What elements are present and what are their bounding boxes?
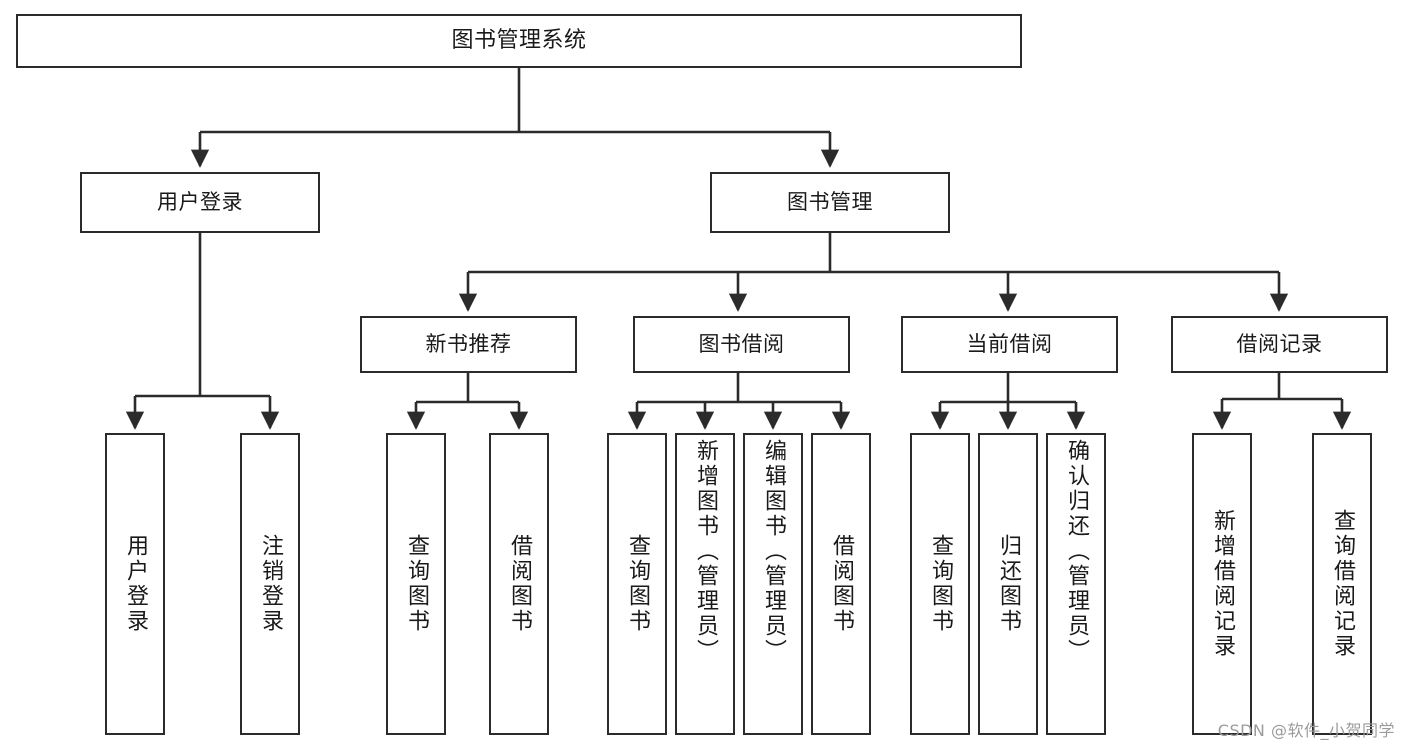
leaf-confirm-return-label: 确认归还（管理员） (1064, 439, 1089, 664)
watermark: CSDN @软件_小贺同学 (1217, 721, 1395, 740)
node-new-book-recommend-label: 新书推荐 (425, 332, 512, 357)
node-book-borrow-label: 图书借阅 (698, 332, 785, 357)
node-borrow-record-label: 借阅记录 (1236, 332, 1323, 357)
leaf-logout-login[interactable]: 注销登录 (240, 433, 300, 735)
leaf-borrow-book-1[interactable]: 借阅图书 (489, 433, 549, 735)
leaf-query-borrow-record[interactable]: 查询借阅记录 (1312, 433, 1372, 735)
node-borrow-record[interactable]: 借阅记录 (1171, 316, 1388, 373)
leaf-query-book-3-label: 查询图书 (928, 534, 953, 634)
leaf-return-book-label: 归还图书 (996, 534, 1021, 634)
leaf-query-borrow-record-label: 查询借阅记录 (1330, 509, 1355, 659)
leaf-edit-book[interactable]: 编辑图书（管理员） (743, 433, 803, 735)
leaf-return-book[interactable]: 归还图书 (978, 433, 1038, 735)
node-user-login-label: 用户登录 (157, 190, 243, 215)
leaf-logout-login-label: 注销登录 (258, 534, 283, 634)
leaf-edit-book-label: 编辑图书（管理员） (761, 439, 786, 664)
leaf-user-login[interactable]: 用户登录 (105, 433, 165, 735)
leaf-query-book-3[interactable]: 查询图书 (910, 433, 970, 735)
leaf-borrow-book-1-label: 借阅图书 (507, 534, 532, 634)
leaf-query-book-2-label: 查询图书 (625, 534, 650, 634)
leaf-query-book-2[interactable]: 查询图书 (607, 433, 667, 735)
node-root[interactable]: 图书管理系统 (16, 14, 1022, 68)
node-current-borrow-label: 当前借阅 (966, 332, 1053, 357)
leaf-add-book[interactable]: 新增图书（管理员） (675, 433, 735, 735)
leaf-query-book-1-label: 查询图书 (404, 534, 429, 634)
leaf-add-borrow-record-label: 新增借阅记录 (1210, 509, 1235, 659)
leaf-confirm-return[interactable]: 确认归还（管理员） (1046, 433, 1106, 735)
leaf-user-login-label: 用户登录 (123, 534, 148, 634)
node-root-label: 图书管理系统 (451, 27, 587, 53)
node-new-book-recommend[interactable]: 新书推荐 (360, 316, 577, 373)
node-book-borrow[interactable]: 图书借阅 (633, 316, 850, 373)
leaf-borrow-book-2[interactable]: 借阅图书 (811, 433, 871, 735)
node-book-management[interactable]: 图书管理 (710, 172, 950, 233)
leaf-query-book-1[interactable]: 查询图书 (386, 433, 446, 735)
node-user-login[interactable]: 用户登录 (80, 172, 320, 233)
leaf-borrow-book-2-label: 借阅图书 (829, 534, 854, 634)
leaf-add-book-label: 新增图书（管理员） (693, 439, 718, 664)
node-current-borrow[interactable]: 当前借阅 (901, 316, 1118, 373)
leaf-add-borrow-record[interactable]: 新增借阅记录 (1192, 433, 1252, 735)
node-book-management-label: 图书管理 (787, 190, 873, 215)
